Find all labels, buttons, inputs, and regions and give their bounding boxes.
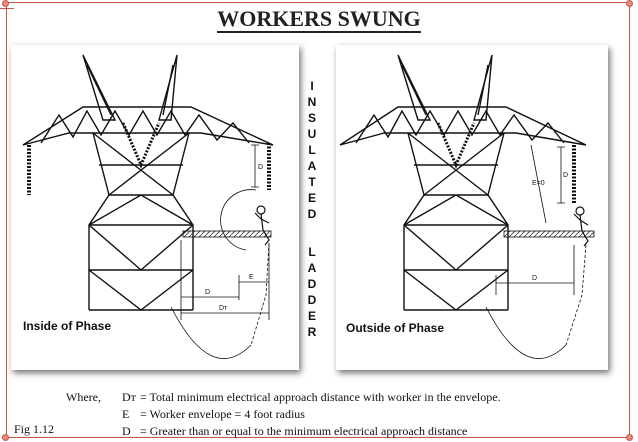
ladder-letter: D (307, 277, 317, 291)
transmission-tower (339, 54, 587, 311)
d-dimension-label: D (205, 289, 210, 296)
d-dimension-label: D (532, 275, 537, 282)
lineman-figure (254, 205, 270, 246)
legend-dt-text: = Total minimum electrical approach dist… (140, 390, 501, 404)
corner-dot-top-right (626, 0, 633, 7)
inside-of-phase-panel: D E D Dᴛ Inside of Phase (11, 45, 299, 370)
vertical-d-dimension (251, 144, 259, 188)
ladder-letter: L (308, 143, 316, 157)
swing-arc (485, 306, 567, 359)
inside-of-phase-diagram: D E D Dᴛ (22, 54, 274, 359)
e-dimension-label: E (249, 274, 254, 281)
corner-dot-bottom-left (2, 434, 9, 441)
legend-where: Where, (66, 390, 101, 404)
v-insulator-string (436, 122, 476, 169)
vertical-d-label: D (258, 164, 263, 171)
ladder-letter: E (307, 309, 316, 323)
outside-of-phase-diagram: D E=0 D (339, 54, 595, 359)
outside-of-phase-panel: D E=0 D Outside of Phase (336, 45, 608, 370)
ladder-letter: L (308, 245, 316, 259)
swing-arc (170, 306, 252, 359)
ladder-letter: A (307, 159, 317, 173)
ladder-letter: U (307, 127, 317, 141)
vertical-d-dimension (557, 146, 565, 204)
lineman-figure (573, 206, 589, 247)
guide-line (530, 144, 547, 224)
figure-label: Fig 1.12 (14, 422, 55, 436)
ladder-letter: T (308, 175, 316, 189)
horizontal-dimensions (495, 245, 575, 295)
ladder-letter: A (307, 261, 317, 275)
legend-d-text: = Greater than or equal to the minimum e… (140, 424, 468, 438)
legend-d-symbol: D (122, 424, 131, 438)
slide-title: WORKERS SWUNG (217, 6, 421, 33)
corner-accent-line (0, 8, 14, 9)
legend-e-text: = Worker envelope = 4 foot radius (140, 407, 305, 421)
v-insulator-string (121, 122, 161, 169)
horizontal-dimensions (180, 240, 270, 320)
insulated-ladder (503, 230, 595, 238)
vertical-d-label: D (563, 172, 568, 179)
swing-path (250, 242, 270, 346)
legend-dt-symbol: Dᴛ (122, 390, 136, 404)
insulated-ladder (182, 230, 272, 238)
transmission-tower (22, 54, 274, 311)
ladder-letter: R (307, 325, 317, 339)
outside-of-phase-caption: Outside of Phase (346, 321, 445, 335)
ladder-letter: I (310, 79, 314, 93)
ladder-letter: N (307, 95, 317, 109)
ladder-letter: E (307, 191, 316, 205)
swing-path (565, 244, 587, 346)
legend-e-symbol: E (122, 407, 130, 421)
ladder-letter: S (307, 111, 316, 125)
dt-dimension-label: Dᴛ (219, 305, 228, 312)
ladder-letter: D (307, 207, 317, 221)
corner-dot-bottom-right (626, 434, 633, 441)
inside-of-phase-caption: Inside of Phase (23, 319, 112, 333)
worker-envelope-arc (220, 189, 257, 251)
ladder-letter: D (307, 293, 317, 307)
corner-dot-top-left (2, 0, 9, 7)
